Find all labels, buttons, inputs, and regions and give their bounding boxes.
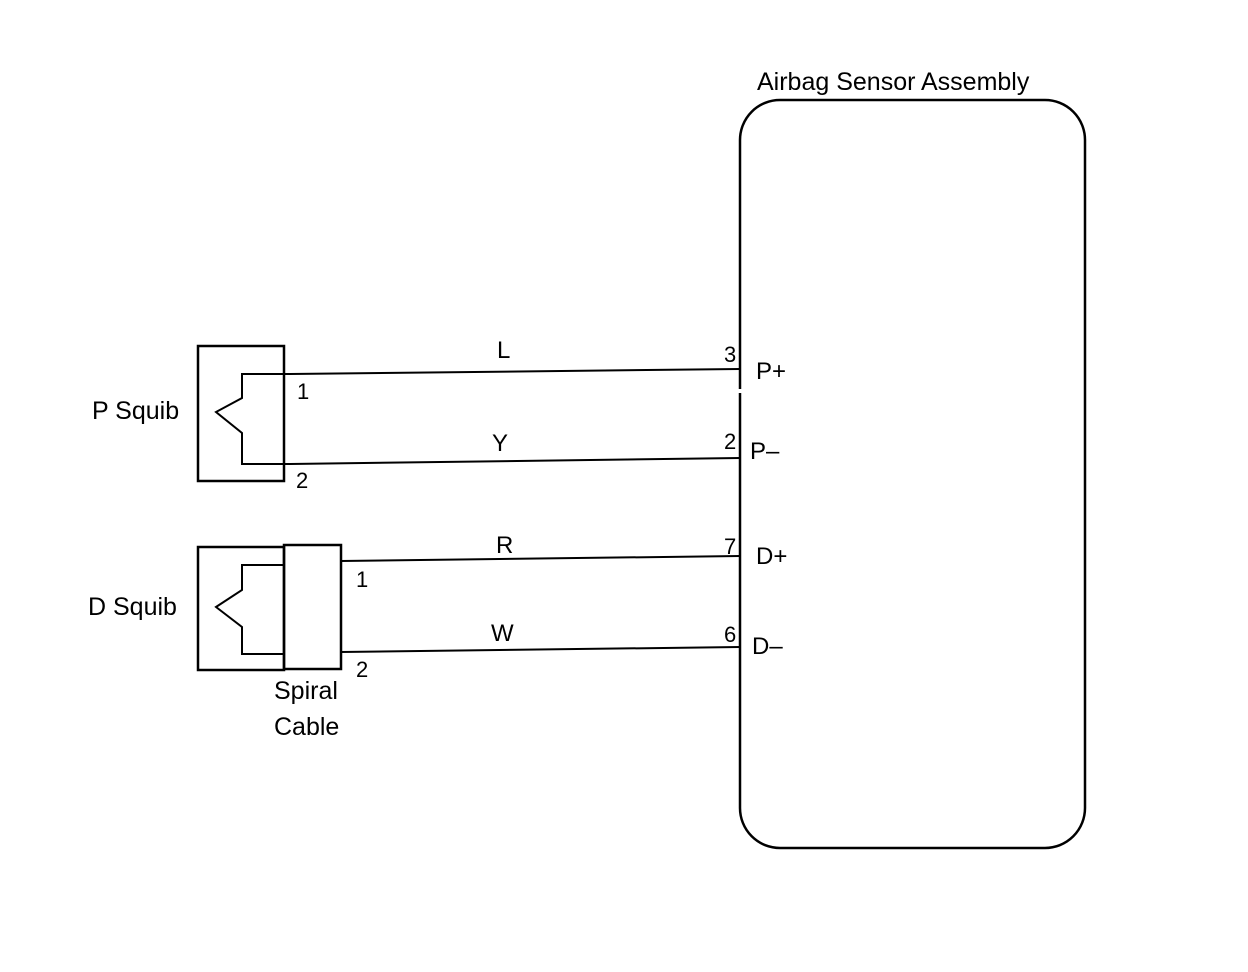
airbag-sensor-assembly-title: Airbag Sensor Assembly bbox=[757, 68, 1030, 96]
p-squib-label: P Squib bbox=[92, 397, 179, 425]
wire-r bbox=[340, 555, 741, 562]
p-squib-pin-1: 1 bbox=[297, 379, 309, 404]
d-squib-pin-2: 2 bbox=[356, 657, 368, 682]
d-squib-label: D Squib bbox=[88, 593, 177, 621]
connector-pin-2: 2 bbox=[724, 429, 736, 454]
wire-color-r: R bbox=[496, 532, 513, 559]
wire-w bbox=[340, 646, 741, 653]
terminal-p-minus: P– bbox=[750, 438, 780, 465]
wire-color-y: Y bbox=[492, 430, 508, 457]
terminal-p-plus: P+ bbox=[756, 358, 786, 385]
terminal-d-plus: D+ bbox=[756, 543, 787, 570]
d-squib-pin-1: 1 bbox=[356, 567, 368, 592]
spiral-cable-label-line1: Spiral bbox=[274, 677, 338, 705]
wire-l bbox=[289, 368, 741, 375]
p-squib-box bbox=[196, 344, 286, 483]
p-squib-element bbox=[214, 373, 290, 465]
connector-pin-6: 6 bbox=[724, 622, 736, 647]
spiral-cable-box bbox=[282, 543, 343, 671]
connector-pin-7: 7 bbox=[724, 534, 736, 559]
terminal-d-minus: D– bbox=[752, 633, 783, 660]
p-squib-pin-2: 2 bbox=[296, 468, 308, 493]
wire-color-l: L bbox=[497, 337, 510, 364]
d-squib-element bbox=[214, 564, 284, 655]
connector-pin-3: 3 bbox=[724, 342, 736, 367]
spiral-cable-label-line2: Cable bbox=[274, 713, 339, 741]
wire-y bbox=[289, 457, 741, 465]
airbag-sensor-assembly-box bbox=[738, 98, 1087, 850]
wire-color-w: W bbox=[491, 620, 514, 647]
